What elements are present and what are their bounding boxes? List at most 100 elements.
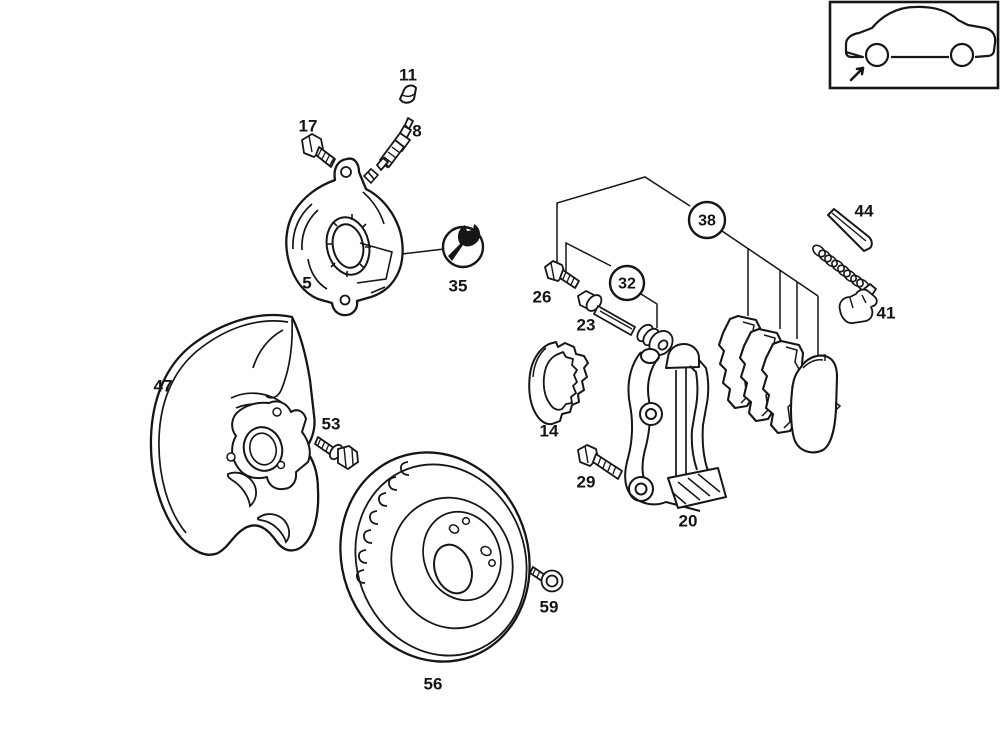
caliper-housing-arcs	[292, 203, 328, 290]
callout-38-circle	[687, 200, 727, 240]
callout-20[interactable]: 20	[679, 512, 698, 531]
brake-pad-4-details	[802, 354, 842, 411]
callout-23[interactable]: 23	[577, 316, 596, 335]
clip-41-drawing	[838, 283, 878, 324]
bolt29-threads	[597, 456, 617, 475]
pads-kit-bracket-left	[556, 176, 691, 262]
valve-tip	[376, 157, 389, 171]
callout-47[interactable]: 47	[154, 377, 173, 396]
callout-32-label[interactable]: 32	[618, 276, 636, 293]
shield-rim-line	[158, 320, 289, 534]
bolt53-head	[337, 445, 359, 470]
callout-59[interactable]: 59	[540, 598, 559, 617]
guide-bolt-26-drawing	[544, 260, 580, 289]
pin23-shaft	[593, 305, 636, 336]
car-silhouette	[844, 5, 997, 59]
carrier-middle-hole	[645, 408, 657, 420]
carrier-rail-hatching	[671, 473, 721, 505]
lock-plate-14-drawing	[528, 341, 589, 426]
pin44-highlight	[831, 212, 867, 242]
brake-disc-drawing	[339, 451, 531, 663]
callout-8[interactable]: 8	[412, 122, 421, 141]
bolt29-facet	[584, 445, 589, 464]
callout-44[interactable]: 44	[855, 202, 874, 221]
car-front-wheel	[864, 42, 890, 68]
carrier-lower-hole	[634, 482, 648, 496]
callout-32-circle	[608, 264, 646, 302]
callout-26[interactable]: 26	[533, 288, 552, 307]
bleeder-cap-drawing	[398, 84, 418, 104]
clip41-body	[838, 288, 878, 324]
callout-35[interactable]: 35	[449, 277, 468, 296]
caliper-carrier-drawing	[624, 343, 727, 512]
callout-41[interactable]: 41	[877, 304, 896, 323]
brake-pads-drawing	[717, 314, 842, 454]
caliper-bolt-17-drawing	[301, 133, 336, 168]
disc-screw-59-drawing	[528, 565, 564, 593]
guide-kit-bracket-left	[565, 241, 612, 272]
disc-hub-step	[390, 496, 514, 630]
bleeder-valve-drawing	[376, 117, 414, 171]
callout-14[interactable]: 14	[540, 422, 559, 441]
caliper-bleeder-boss	[362, 167, 380, 185]
disc-center-hole	[433, 543, 473, 595]
pads-kit-diagonal	[721, 230, 819, 297]
callout-11[interactable]: 11	[399, 66, 417, 85]
shield-hub-opening-inner	[248, 432, 278, 466]
shield-hole-right	[276, 460, 286, 470]
guide-pin-23-drawing	[577, 290, 674, 356]
carrier-middle-boss	[639, 402, 663, 426]
caliper-lower-ear-hole	[339, 294, 351, 306]
shield-lower-crescent	[226, 471, 257, 508]
screw59-socket	[545, 574, 559, 588]
shield-bottom-crescent	[256, 513, 291, 544]
lock-plate-opening	[542, 351, 578, 411]
carrier-bolt-29-drawing	[577, 444, 623, 480]
car-rear-wheel	[949, 42, 975, 68]
front-axle-arrow-icon	[849, 66, 865, 82]
disc-hub-face	[422, 510, 502, 602]
carrier-bottom-edge	[629, 493, 701, 512]
bolt26-threads	[562, 271, 575, 286]
clip41-details	[849, 294, 867, 309]
carrier-right-lug	[665, 343, 700, 369]
splash-shield-drawing	[149, 313, 320, 556]
callout-29[interactable]: 29	[577, 473, 596, 492]
brake-caliper-drawing	[285, 157, 404, 317]
disc-bolt-hole-2	[461, 516, 471, 526]
carrier-right-inner-edge	[689, 365, 699, 471]
brake-pad-4	[789, 354, 839, 454]
vehicle-inset	[828, 0, 1000, 90]
callout-17[interactable]: 17	[299, 117, 318, 136]
bolt17-threads	[317, 147, 335, 166]
carrier-window-lines	[675, 368, 687, 492]
wrench-icon	[448, 224, 481, 261]
callout-circle-38[interactable]: 38	[687, 200, 727, 240]
lock-plate-rim	[532, 347, 547, 378]
disc-bolt-hole-3	[480, 545, 492, 557]
caliper-bore-ring-inner	[331, 223, 365, 269]
callout-53[interactable]: 53	[322, 415, 341, 434]
shield-hole-top	[272, 407, 282, 417]
part-labels: 11 8 17 5 35 47 53 26 23 14 29 20 59 56 …	[154, 66, 896, 694]
valve-threads	[380, 146, 401, 169]
caliper-upper-ear-hole	[340, 166, 352, 178]
bolt53-facets	[343, 446, 354, 468]
callout-56[interactable]: 56	[424, 675, 443, 694]
disc-vent-slots	[355, 461, 410, 584]
carrier-lower-rail	[667, 467, 727, 509]
callout-38-label[interactable]: 38	[698, 213, 716, 230]
bolt53-threads	[317, 437, 330, 452]
callout-5[interactable]: 5	[302, 274, 311, 293]
wrench-symbol[interactable]	[441, 224, 485, 269]
guide-kit-bracket-right	[640, 293, 658, 328]
carrier-right-edge	[698, 359, 714, 481]
callout-circle-32[interactable]: 32	[608, 264, 646, 302]
disc-bolt-hole-4	[488, 559, 496, 567]
bolt26-facet	[550, 262, 555, 280]
bolt26-shaft	[559, 269, 580, 289]
shield-bolt-53-drawing	[314, 436, 359, 470]
bolt17-facet	[308, 135, 313, 153]
bolt29-shaft	[592, 453, 623, 480]
